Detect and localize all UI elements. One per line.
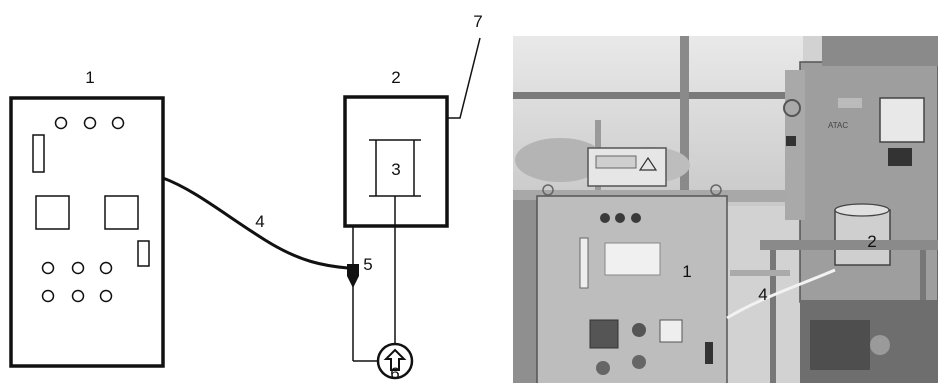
pump-icon — [376, 342, 414, 380]
valve-icon — [347, 264, 359, 288]
label-valve: 5 — [363, 255, 372, 274]
photo-label-control-cabinet: 1 — [682, 262, 691, 281]
svg-text:ATAC: ATAC — [828, 121, 848, 130]
label-chamber-lead: 7 — [473, 12, 482, 31]
label-pump: 6 — [390, 364, 399, 383]
chamber-lead-line — [447, 37, 481, 119]
photo-label-cable: 4 — [758, 285, 767, 304]
label-specimen: 3 — [391, 160, 400, 179]
control-cabinet — [9, 96, 165, 368]
label-cable: 4 — [255, 212, 264, 231]
label-test-chamber: 2 — [391, 68, 400, 87]
test-chamber — [343, 95, 449, 228]
piping — [352, 196, 396, 362]
photo-label-test-chamber: 2 — [867, 232, 876, 251]
setup-photograph: ATAC 1 2 4 — [513, 36, 938, 383]
schematic-diagram: 1 2 3 4 5 6 7 — [9, 12, 483, 383]
label-control-cabinet: 1 — [85, 68, 94, 87]
cable-line — [162, 176, 349, 270]
